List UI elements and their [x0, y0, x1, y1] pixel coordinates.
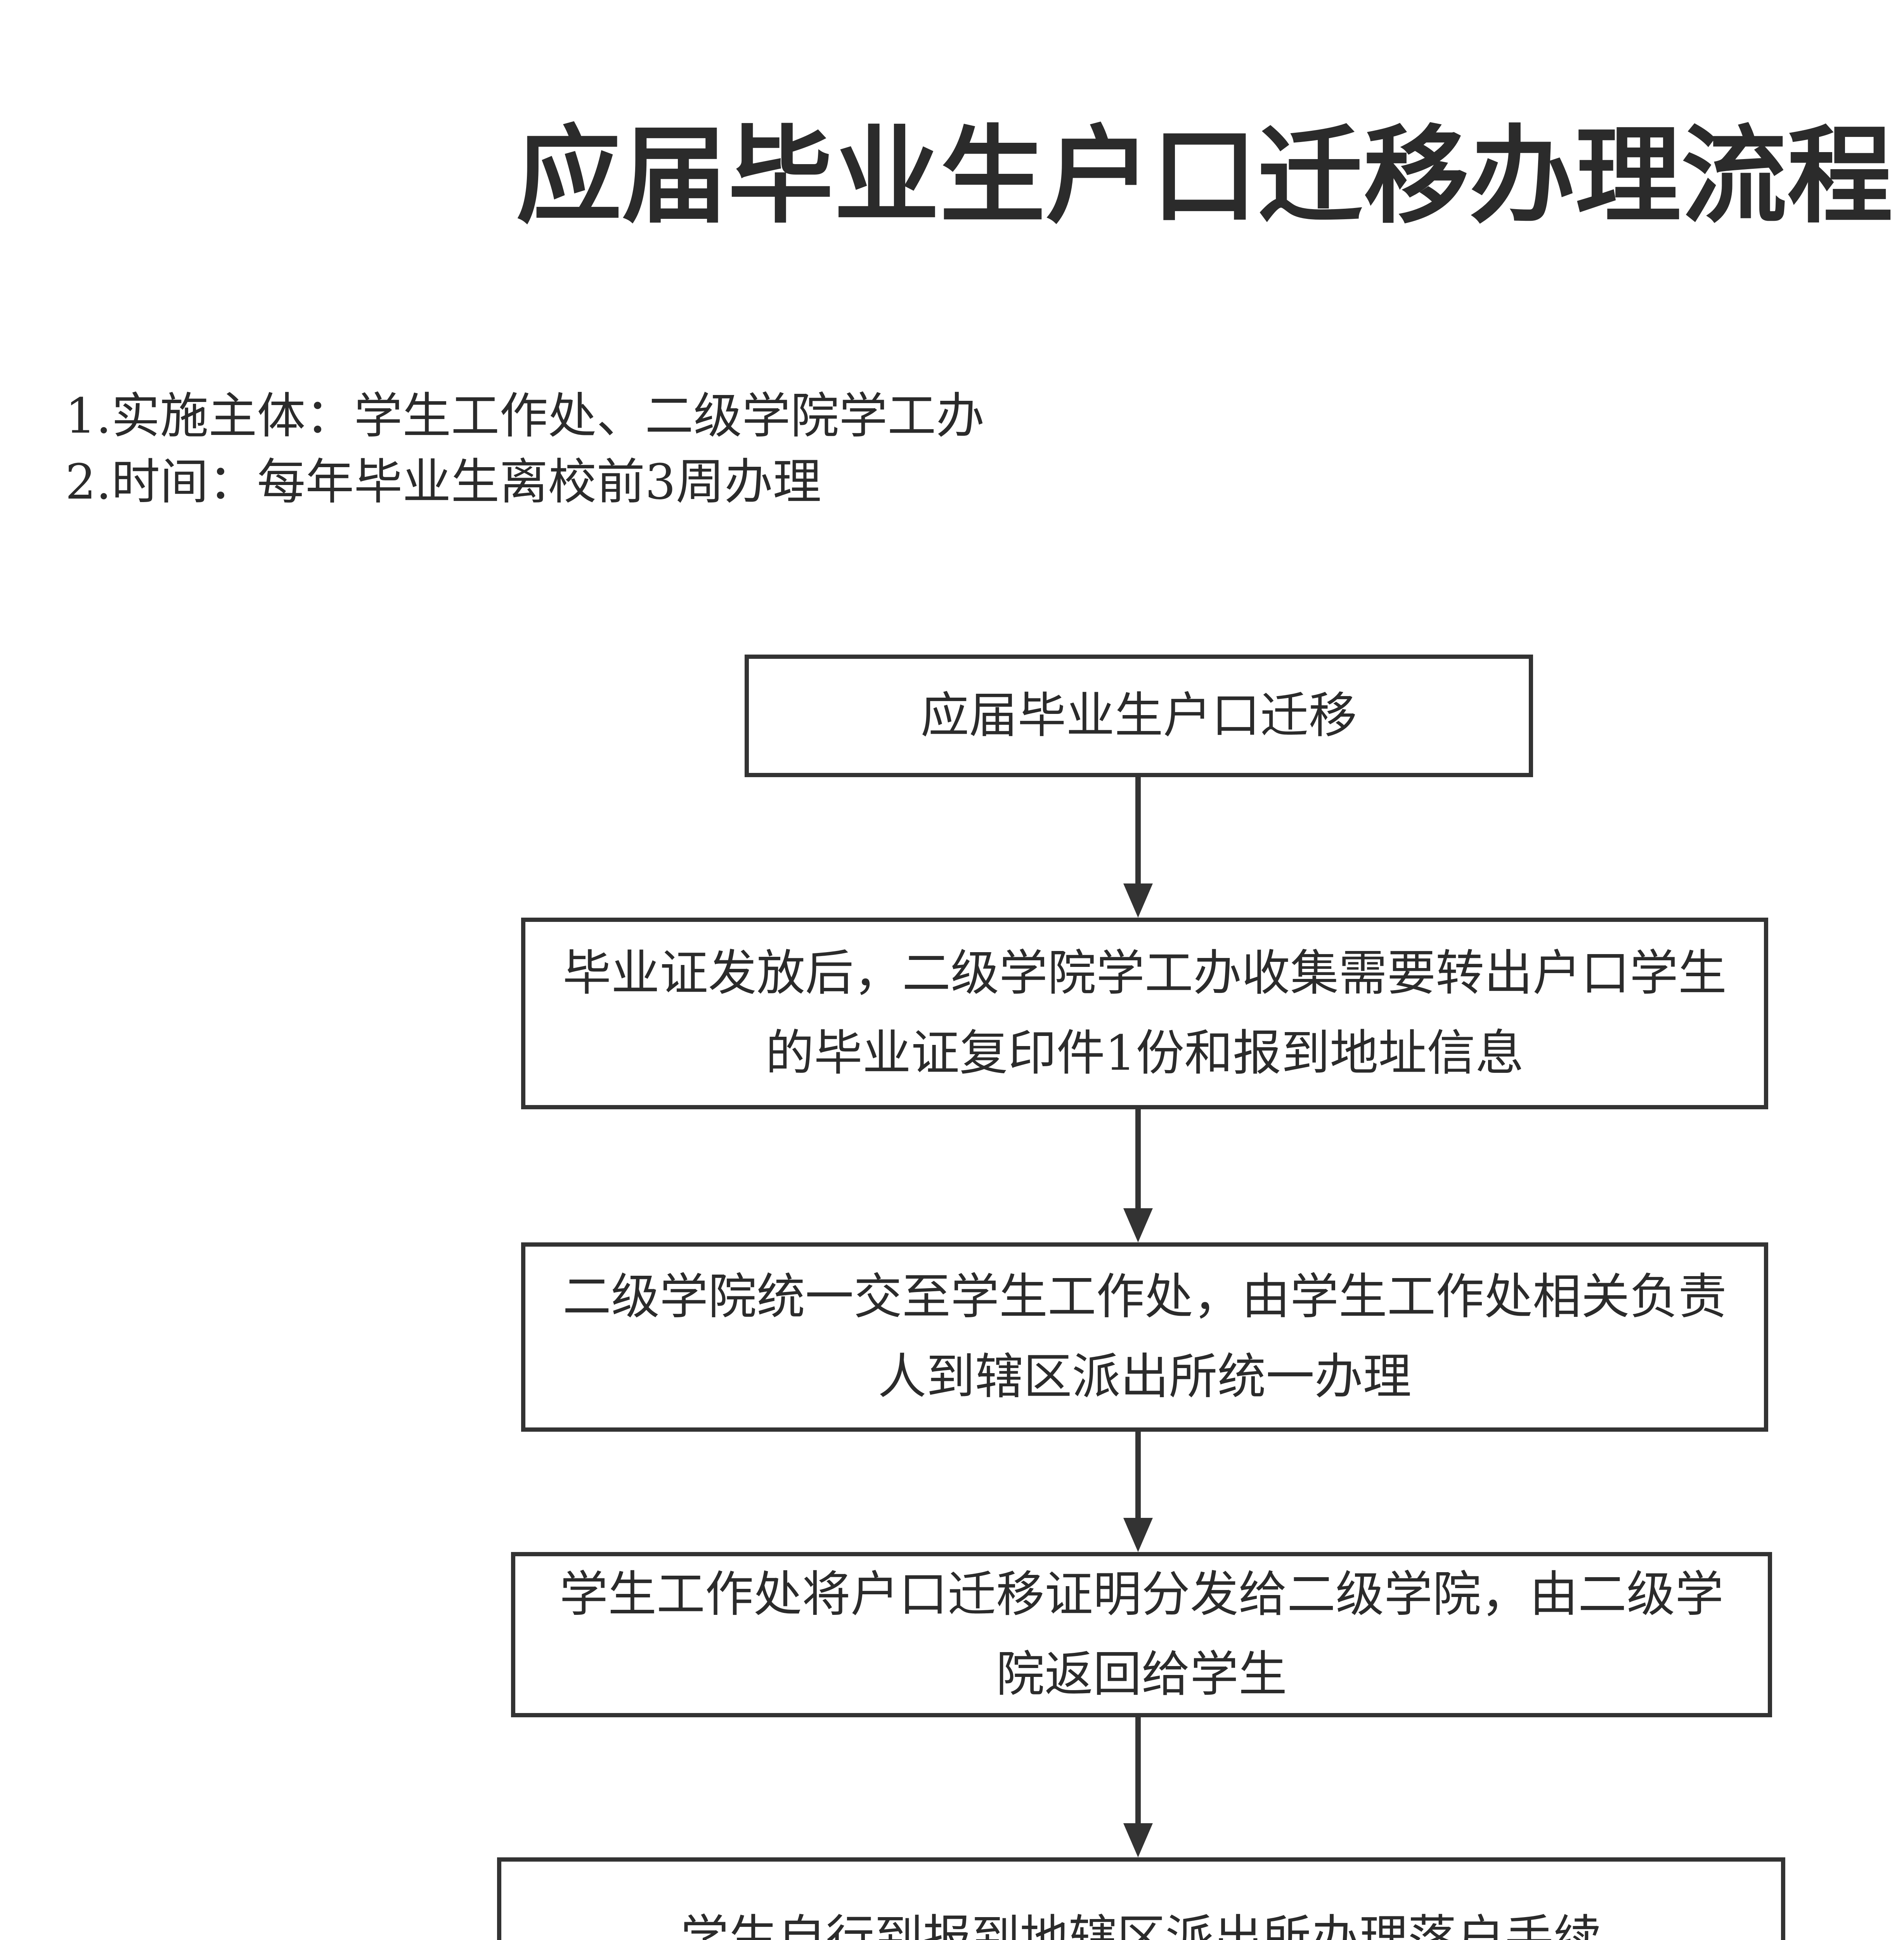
flow-node-settle-registration: 学生自行到报到地辖区派出所办理落户手续 — [497, 1857, 1785, 1940]
arrowhead-icon — [1123, 883, 1153, 918]
flow-node-text-line: 院返回给学生 — [996, 1646, 1287, 1703]
arrowhead-icon — [1123, 1518, 1153, 1552]
flow-node-text: 应届毕业生户口迁移 — [920, 688, 1357, 744]
flow-node-text-line: 二级学院统一交至学生工作处，由学生工作处相关负责 — [563, 1269, 1727, 1325]
flow-node-start: 应届毕业生户口迁移 — [745, 655, 1533, 777]
note-line-implementing-body: 1.实施主体：学生工作处、二级学院学工办 — [65, 388, 985, 444]
flow-node-distribute-certificates: 学生工作处将户口迁移证明分发给二级学院，由二级学 院返回给学生 — [511, 1552, 1772, 1717]
arrow-shaft — [1135, 777, 1141, 884]
arrow-down-icon — [1123, 777, 1154, 918]
flow-node-text-line: 人到辖区派出所统一办理 — [878, 1349, 1412, 1405]
page-title: 应届毕业生户口迁移办理流程 — [516, 114, 1893, 238]
note-line-timing: 2.时间：每年毕业生离校前3周办理 — [65, 454, 821, 510]
arrow-down-icon — [1123, 1717, 1154, 1857]
notes-block: 1.实施主体：学生工作处、二级学院学工办 2.时间：每年毕业生离校前3周办理 — [65, 383, 984, 515]
arrow-down-icon — [1123, 1109, 1154, 1242]
flow-node-collect-documents: 毕业证发放后，二级学院学工办收集需要转出户口学生 的毕业证复印件1份和报到地址信… — [521, 918, 1768, 1109]
arrow-shaft — [1135, 1109, 1141, 1209]
arrow-shaft — [1135, 1432, 1141, 1519]
arrowhead-icon — [1123, 1823, 1153, 1857]
flow-node-text-line: 的毕业证复印件1份和报到地址信息 — [765, 1025, 1524, 1081]
flow-node-text-line: 学生工作处将户口迁移证明分发给二级学院，由二级学 — [560, 1566, 1724, 1623]
flow-node-text-line: 毕业证发放后，二级学院学工办收集需要转出户口学生 — [563, 945, 1727, 1001]
arrow-down-icon — [1123, 1432, 1154, 1552]
arrowhead-icon — [1123, 1208, 1153, 1242]
flow-node-text: 学生自行到报到地辖区派出所办理落户手续 — [680, 1910, 1602, 1940]
flow-node-submit-to-student-affairs: 二级学院统一交至学生工作处，由学生工作处相关负责 人到辖区派出所统一办理 — [521, 1242, 1768, 1432]
arrow-shaft — [1135, 1717, 1141, 1824]
